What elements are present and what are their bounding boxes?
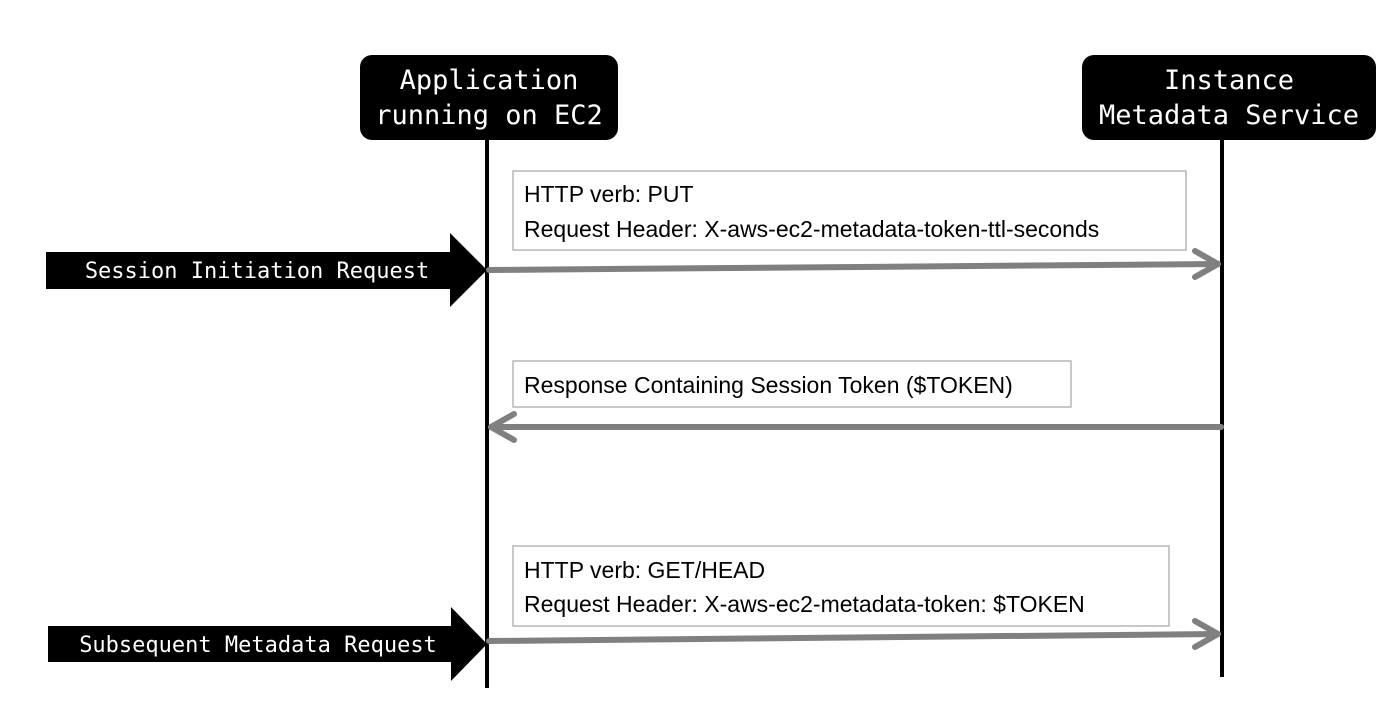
session-request-arrow [486, 248, 1221, 280]
subsequent-request-arrow-shape [48, 607, 487, 681]
subsequent-request-marker: Subsequent Metadata Request [48, 607, 487, 681]
subsequent-request-arrow-line [486, 631, 1221, 644]
session-request-arrow-line [486, 261, 1221, 273]
subsequent-note: HTTP verb: GET/HEAD Request Header: X-aw… [512, 545, 1170, 627]
actor-imds-box [1082, 55, 1376, 140]
session-note-line2: Request Header: X-aws-ec2-metadata-token… [524, 216, 1099, 242]
actor-application-line2: running on EC2 [375, 100, 603, 131]
actor-application: Application running on EC2 [360, 55, 618, 140]
session-note-box [512, 170, 1187, 251]
actor-imds-line2: Metadata Service [1099, 100, 1359, 131]
session-initiation-marker: Session Initiation Request [46, 233, 487, 307]
actor-imds: Instance Metadata Service [1082, 55, 1376, 140]
response-note: Response Containing Session Token ($TOKE… [512, 360, 1072, 408]
session-note-line1: HTTP verb: PUT [524, 181, 694, 207]
subsequent-request-arrow [486, 618, 1221, 650]
session-note: HTTP verb: PUT Request Header: X-aws-ec2… [512, 170, 1187, 251]
subsequent-note-line2: Request Header: X-aws-ec2-metadata-token… [524, 591, 1085, 617]
session-initiation-arrow-shape [46, 233, 487, 307]
response-arrow [488, 411, 1224, 443]
subsequent-note-line1: HTTP verb: GET/HEAD [524, 557, 765, 583]
subsequent-request-label: Subsequent Metadata Request [79, 633, 437, 658]
session-initiation-label: Session Initiation Request [85, 259, 429, 284]
subsequent-request-arrowhead [1192, 618, 1221, 650]
subsequent-note-box [512, 545, 1170, 627]
actor-application-line1: Application [400, 65, 579, 96]
actor-imds-line1: Instance [1164, 65, 1294, 96]
session-request-arrowhead [1192, 248, 1221, 280]
response-note-box [512, 360, 1072, 408]
actor-application-box [360, 55, 618, 140]
response-arrowhead [488, 411, 517, 443]
response-note-line1: Response Containing Session Token ($TOKE… [524, 372, 1013, 398]
